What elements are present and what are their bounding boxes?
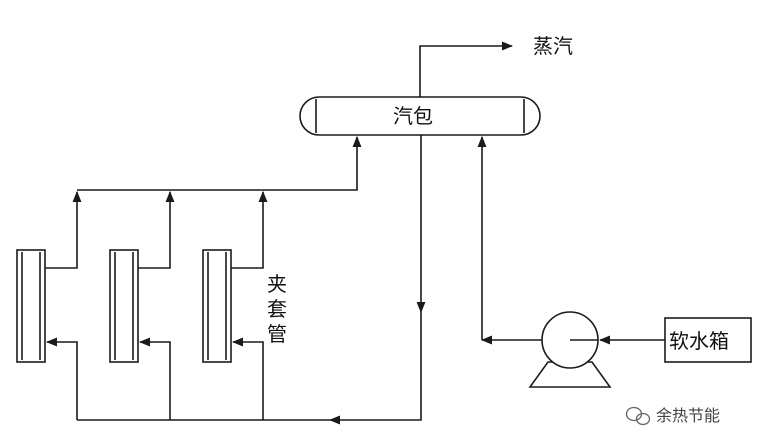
riser-line-3	[231, 190, 268, 269]
jacket-tube-2	[109, 249, 139, 363]
riser-line-2	[138, 190, 175, 269]
return-line-3	[231, 337, 264, 420]
riser-header	[77, 135, 362, 191]
wechat-icon	[625, 406, 651, 426]
downcomer-bottom-line	[328, 312, 422, 425]
jacket-tube-label-char-1: 夹	[267, 272, 287, 296]
jacket-tube-label-char-2: 套	[267, 297, 287, 321]
riser-line-1	[45, 190, 82, 269]
drum-label: 汽包	[393, 104, 433, 128]
steam-label: 蒸汽	[533, 34, 573, 58]
return-line-2	[138, 337, 171, 420]
watermark: 余热节能	[625, 406, 720, 426]
steam-outlet-line	[419, 41, 514, 97]
jacket-tube-label-char-3: 管	[267, 322, 287, 346]
watermark-text: 余热节能	[656, 406, 720, 425]
jacket-tube-3	[202, 249, 232, 363]
soft-water-tank-box	[664, 317, 752, 363]
soft-water-tank-label: 软水箱	[669, 329, 729, 353]
jacket-tube-1	[16, 249, 46, 363]
feed-pump	[528, 311, 612, 388]
return-line-1	[45, 337, 78, 420]
